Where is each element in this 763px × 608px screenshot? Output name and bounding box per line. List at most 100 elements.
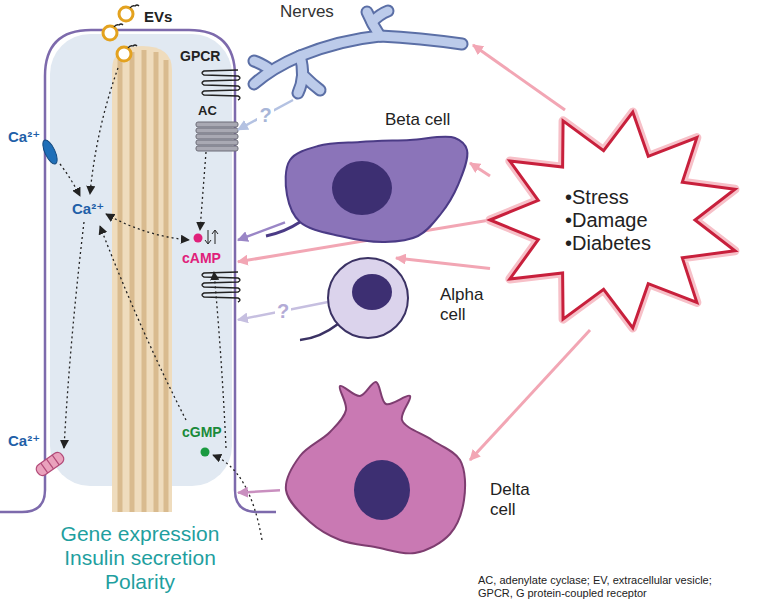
camp-dot [205,230,218,244]
camp-dot [194,234,203,243]
delta-cell: Delta cell [280,380,470,558]
camp-dot [194,230,219,244]
signal-arrow [214,272,226,448]
edge-label-anchor: ? [275,299,291,323]
nerve-cell-shape [304,76,320,90]
gpcr-symbol [202,272,240,302]
extracellular-vesicle [114,5,139,48]
extracellular-vesicle [103,5,139,61]
messenger-label: cGMP [182,424,222,441]
cell-label: Delta cell [490,480,545,519]
cell-label: Beta cell [385,110,450,130]
calcium-pump [34,450,65,477]
nerve-cell-shape [372,11,388,22]
microtubule-bundle [130,52,135,512]
beta-cell-shape [286,137,468,242]
stress-star-shape [490,112,735,328]
vesicle-label: EVs [144,8,172,26]
cgmp-dot [201,448,210,457]
stress-star-shape [490,112,735,328]
stress-text: •Stress •Damage •Diabetes [565,186,665,255]
delta-cell-shape [286,382,465,554]
enzyme-label: AC [198,103,217,119]
extracellular-vesicle [119,7,133,21]
label-anchor: cAMP [182,250,221,268]
nerve-cell-shape [254,61,268,68]
nerve-cell-shape [254,11,462,93]
calcium-channel [40,138,60,166]
signal-arrow [90,68,118,194]
nerve-cell-shape [254,36,462,84]
signal-arrow [60,68,262,540]
stress-star: •Stress •Damage •Diabetes [490,110,740,330]
calcium-pump [41,463,48,473]
signal-arrow [200,152,206,230]
extracellular-vesicle [130,5,139,8]
signal-arrow [64,222,84,448]
connector-arrow [396,258,490,268]
connector-arrow [238,490,280,492]
calcium-pump [47,459,54,469]
delta-cell-shape [354,460,410,520]
adenylate-cyclase-symbol [196,146,238,151]
alpha-cell-shape [300,258,408,340]
nerve-cell-shape [254,61,268,68]
beta-cell-shape [266,137,467,242]
cell-membrane [0,30,276,512]
cell-label: Nerves [280,2,334,22]
edge-label: ? [275,299,291,323]
alpha-cell: Alpha cell [328,258,408,338]
alpha-cell-shape [300,324,338,340]
label-anchor: GPCR [180,48,220,66]
beta-cell-shape [285,136,470,244]
ion-label: Ca²⁺ [8,432,40,450]
extracellular-vesicle [117,47,131,61]
signal-arrow [106,214,189,240]
adenylate-cyclase-symbol [196,134,238,139]
adenylate-cyclase-symbol [196,140,238,145]
label-anchor: cGMP [182,424,222,442]
label-anchor: Ca²⁺ [72,200,104,218]
cgmp-dot [201,448,210,457]
ion-label: Ca²⁺ [8,128,40,146]
calcium-pump [52,455,59,465]
messenger-label: cAMP [182,250,221,267]
label-anchor: AC, adenylate cyclase; EV, extracellular… [478,574,748,600]
footnote: AC, adenylate cyclase; EV, extracellular… [478,574,748,600]
connector-arrow [238,100,293,130]
label-anchor: Ca²⁺ [8,432,40,450]
connector-arrow [470,163,490,176]
nerve-cell: Nerves [248,0,473,100]
microtubule-bundle [118,60,123,512]
delta-cell-shape [286,382,465,554]
signal-arrow [60,164,80,196]
delta-cell-shape [280,380,470,558]
microtubule-bundle [164,60,169,512]
extracellular-vesicle [114,24,123,27]
nerve-cell-shape [372,11,388,22]
alpha-cell-shape [328,258,408,338]
extracellular-vesicle [128,45,137,48]
outcome-text: Gene expression Insulin secretion Polari… [36,522,244,594]
edge-label: ? [257,103,273,127]
signal-arrow [100,226,186,420]
alpha-cell-shape [352,274,392,310]
connector-arrow [470,330,590,460]
beta-cell-shape [266,222,300,236]
adenylate-cyclase-symbol [196,128,238,133]
label-anchor: AC [198,103,217,121]
calcium-channel [40,138,60,166]
calcium-pump [34,450,65,477]
signal-arrow [213,455,262,540]
label-anchor: Ca²⁺ [8,128,40,146]
extracellular-vesicle [103,26,117,40]
microtubule-bundle [120,50,166,512]
microtubule-bundle [154,52,159,512]
cell-membrane [0,30,276,512]
microtubule-bundle [142,50,147,512]
beta-cell: Beta cell [285,136,470,244]
nerve-cell-shape [304,76,320,90]
stress-star-shape [490,112,735,328]
alpha-cell-shape [328,258,408,338]
